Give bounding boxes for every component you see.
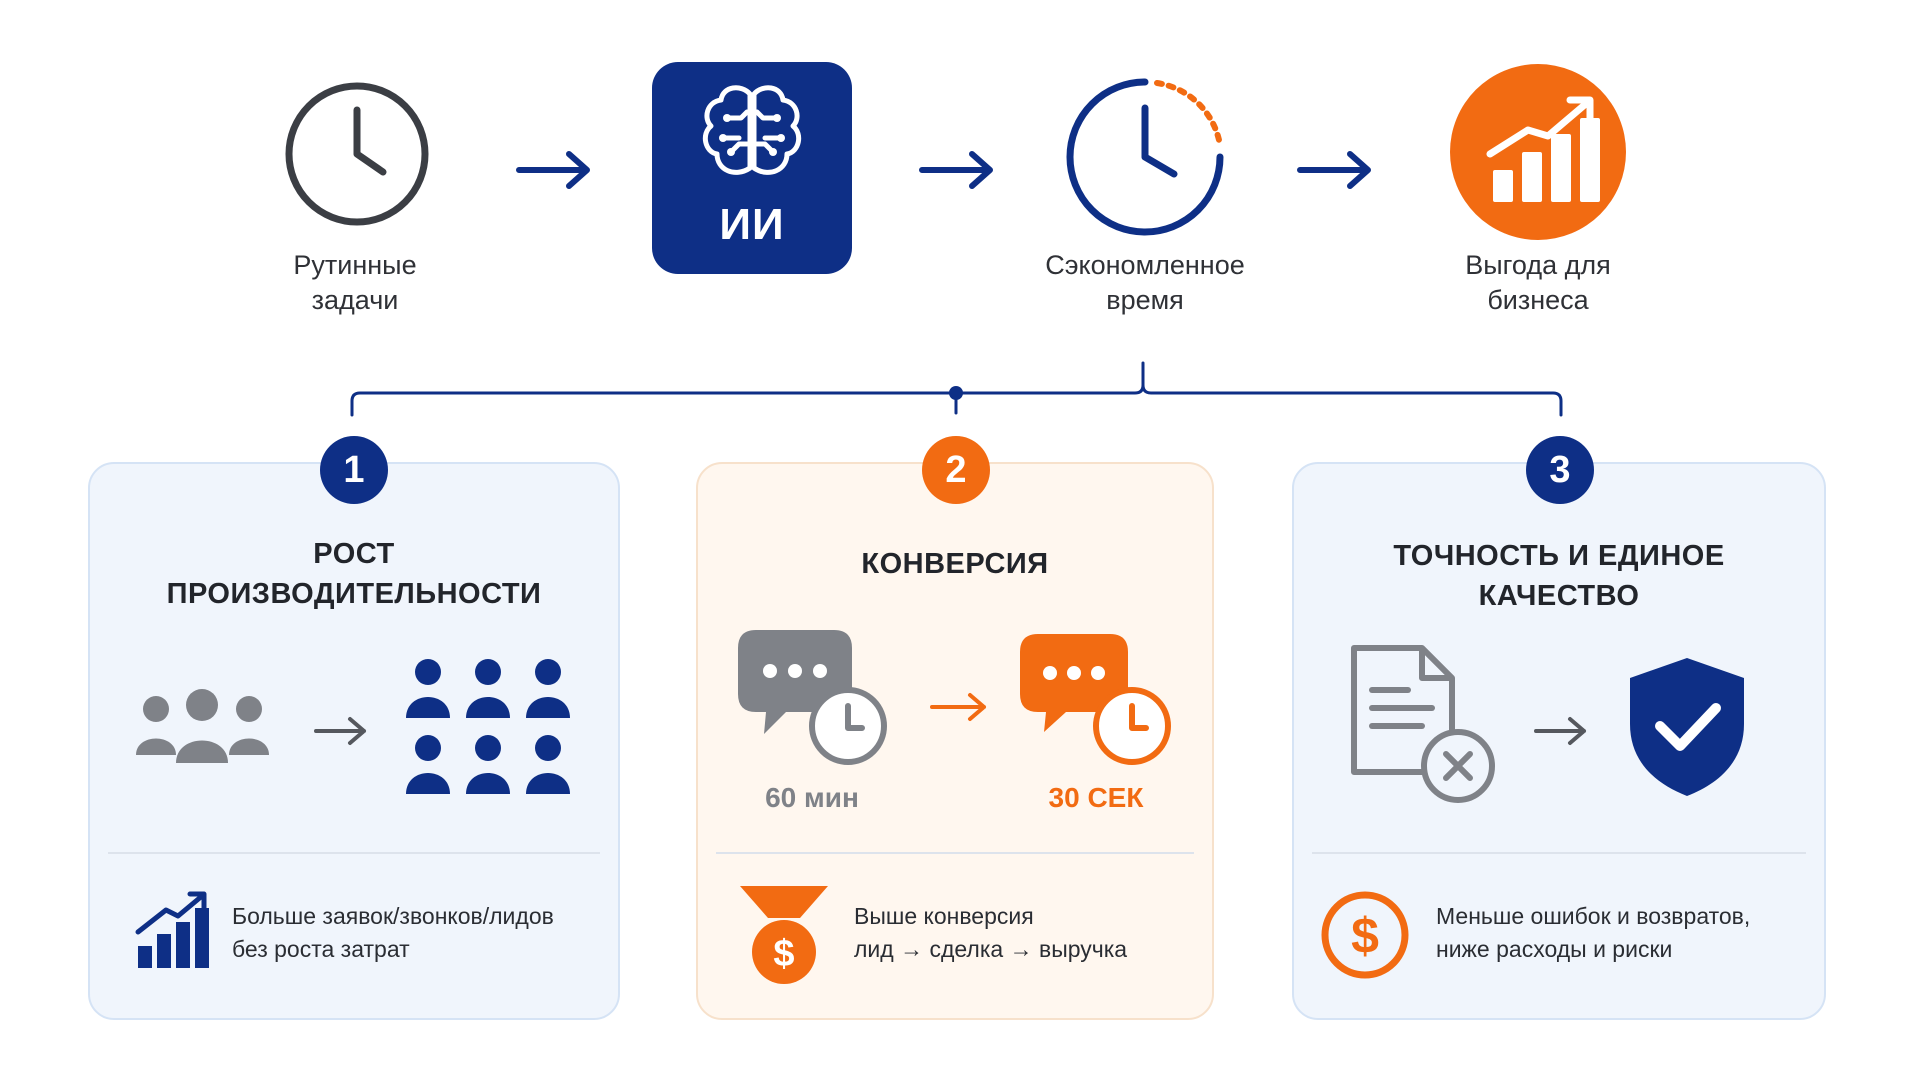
- card-title: РОСТ ПРОИЗВОДИТЕЛЬНОСТИ: [166, 538, 542, 610]
- card-footer-text: Выше конверсия лид → сделка → выручка: [854, 903, 1128, 962]
- time-before-label: 60 мин: [765, 782, 859, 813]
- card-quality: ТОЧНОСТЬ И ЕДИНОЕ КАЧЕСТВО $ Меньше ошиб…: [1292, 462, 1826, 1020]
- time-after-label: 30 СЕК: [1048, 782, 1144, 813]
- arrow-right-icon: [314, 717, 366, 745]
- growth-chart-icon: [1450, 64, 1626, 240]
- brain-icon: [702, 85, 802, 175]
- clock-progress-icon: [1066, 78, 1224, 236]
- arrow-right-icon: [516, 151, 590, 189]
- card-divider: [1312, 852, 1806, 854]
- people-group-icon: [406, 659, 570, 794]
- shield-check-icon: [1630, 658, 1744, 796]
- card-divider: [108, 852, 600, 854]
- card-number-badge: 1: [320, 436, 388, 504]
- arrow-right-icon: [1297, 151, 1371, 189]
- card-productivity: РОСТ ПРОИЗВОДИТЕЛЬНОСТИ: [88, 462, 620, 1020]
- chat-clock-icon: [738, 630, 887, 765]
- document-error-icon: [1351, 645, 1495, 803]
- arrow-right-icon: [1534, 717, 1586, 745]
- card-divider: [716, 852, 1194, 854]
- bar-chart-up-icon: [135, 891, 209, 968]
- svg-text:$: $: [1351, 908, 1379, 964]
- arrow-right-icon: [919, 151, 993, 189]
- card-title: ТОЧНОСТЬ И ЕДИНОЕ КАЧЕСТВО: [1393, 540, 1725, 612]
- chat-clock-icon: [1020, 634, 1171, 765]
- arrow-right-icon: [930, 693, 986, 721]
- ai-label: ИИ: [719, 200, 785, 249]
- funnel-dollar-icon: $: [740, 886, 828, 984]
- clock-icon: [285, 82, 429, 226]
- step-routine-tasks-label: Рутинные задачи: [293, 250, 417, 315]
- card-title: КОНВЕРСИЯ: [861, 548, 1049, 580]
- card-footer-text: Больше заявок/звонков/лидов без роста за…: [232, 903, 554, 962]
- card-number-badge: 3: [1526, 436, 1594, 504]
- svg-text:$: $: [773, 933, 794, 975]
- ai-block: ИИ: [652, 62, 852, 274]
- card-number-badge: 2: [922, 436, 990, 504]
- step-saved-time-label: Сэкономленное время: [1045, 250, 1245, 315]
- people-group-icon: [136, 689, 269, 763]
- card-conversion: КОНВЕРСИЯ 60 мин 30 СЕК $ Выше конверсия…: [696, 462, 1214, 1020]
- connector-bracket: [350, 361, 1563, 417]
- step-business-benefit-label: Выгода для бизнеса: [1465, 250, 1611, 315]
- dollar-coin-icon: $: [1321, 891, 1409, 979]
- card-footer-text: Меньше ошибок и возвратов, ниже расходы …: [1436, 903, 1751, 962]
